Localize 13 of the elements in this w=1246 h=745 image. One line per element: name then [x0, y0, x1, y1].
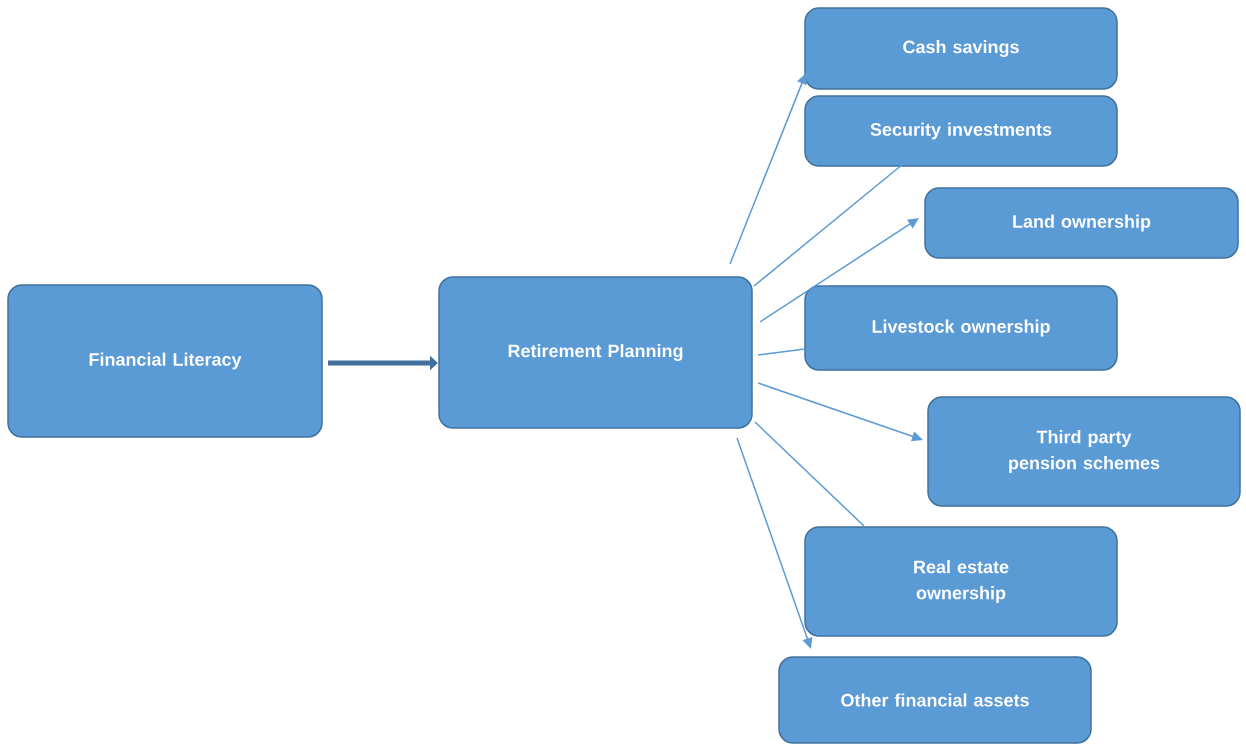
arrow	[736, 437, 813, 649]
process-box: Third party pension schemes	[927, 396, 1241, 507]
process-box: Real estate ownership	[804, 526, 1118, 637]
process-box: Retirement Planning	[438, 276, 753, 429]
arrow	[759, 218, 919, 323]
process-box: Cash savings	[804, 7, 1118, 90]
process-box: Land ownership	[924, 187, 1239, 259]
process-box: Security investments	[804, 95, 1118, 167]
arrow	[757, 382, 923, 442]
process-box: Livestock ownership	[804, 285, 1118, 371]
process-box: Other financial assets	[778, 656, 1092, 744]
process-box: Financial Literacy	[7, 284, 323, 438]
arrow	[729, 73, 807, 265]
